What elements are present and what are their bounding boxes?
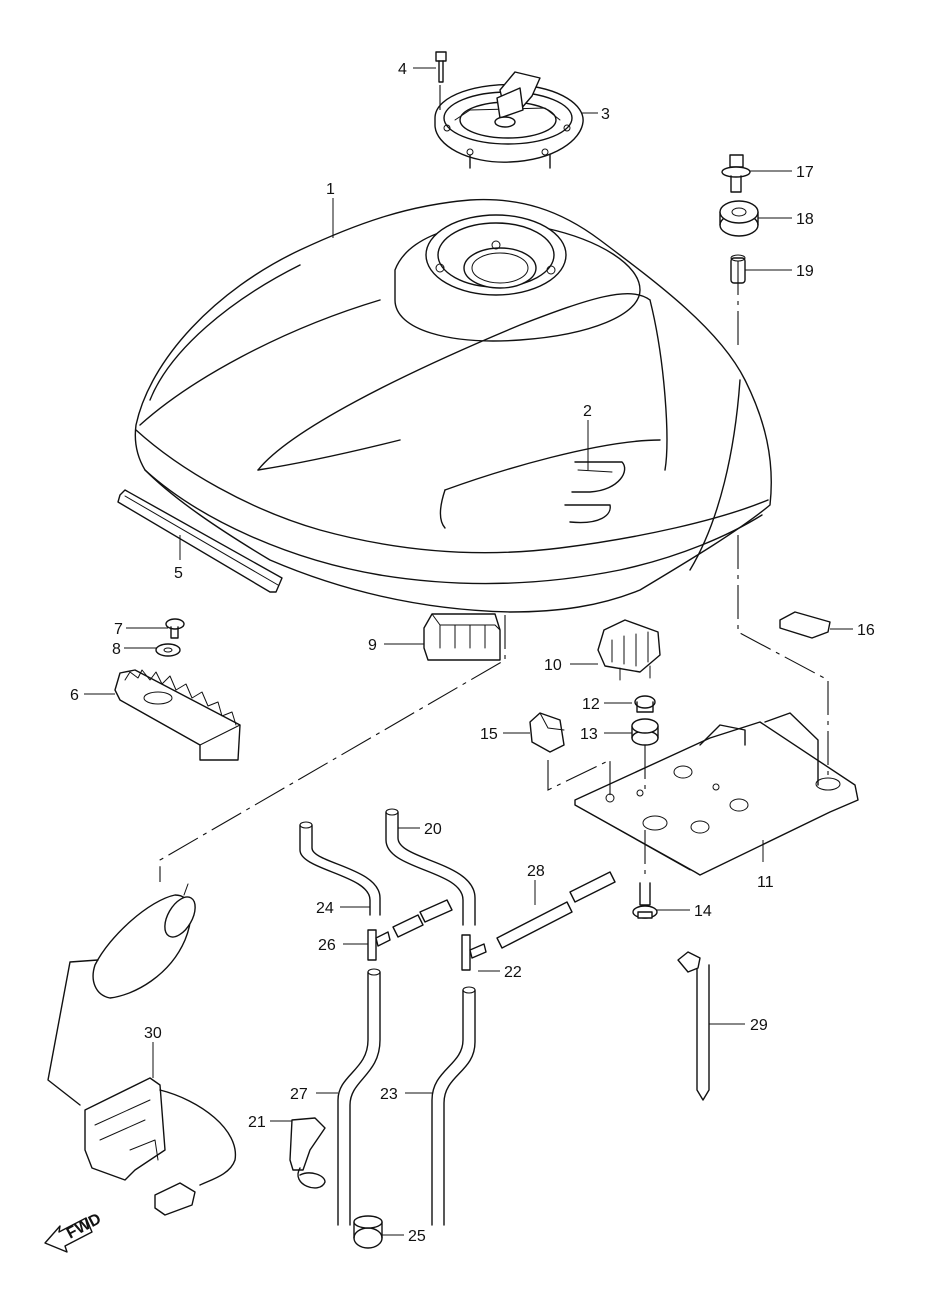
callout-8: 8 xyxy=(112,641,121,658)
fuel-pump xyxy=(47,883,237,1216)
callout-7: 7 xyxy=(114,621,123,638)
assembly-lines xyxy=(159,85,829,882)
callout-11: 11 xyxy=(757,874,774,891)
cap-bolt xyxy=(435,51,447,83)
callout-23: 23 xyxy=(380,1086,398,1103)
callout-16: 16 xyxy=(857,622,875,639)
callout-25: 25 xyxy=(408,1228,426,1245)
tank-bracket xyxy=(574,712,859,876)
callout-2: 2 xyxy=(583,403,592,420)
hose-24 xyxy=(299,821,381,916)
callout-20: 20 xyxy=(424,821,442,838)
callout-6: 6 xyxy=(70,687,79,704)
callout-3: 3 xyxy=(601,106,610,123)
callout-15: 15 xyxy=(480,726,498,743)
cap-15 xyxy=(529,712,565,753)
washer xyxy=(155,643,181,657)
pad xyxy=(779,611,831,639)
callout-1: 1 xyxy=(326,181,335,198)
callout-13: 13 xyxy=(580,726,598,743)
cushion xyxy=(114,669,241,761)
damper-10 xyxy=(597,619,661,681)
hose-28 xyxy=(496,871,616,949)
hose-20 xyxy=(385,808,476,926)
pipe-segment xyxy=(392,899,453,938)
collar-25 xyxy=(353,1215,383,1249)
clamp-21 xyxy=(289,1117,326,1189)
callout-28: 28 xyxy=(527,863,545,880)
callout-29: 29 xyxy=(750,1017,768,1034)
grommet-13 xyxy=(631,718,659,746)
callout-5: 5 xyxy=(174,565,183,582)
callout-24: 24 xyxy=(316,900,334,917)
hose-23 xyxy=(431,986,476,1226)
callout-17: 17 xyxy=(796,164,814,181)
screw xyxy=(165,618,185,639)
callout-10: 10 xyxy=(544,657,562,674)
rubber-grommet xyxy=(719,200,759,237)
callout-4: 4 xyxy=(398,61,407,78)
joint-22 xyxy=(461,934,487,971)
tie-29 xyxy=(677,951,710,1101)
fuel-tank xyxy=(134,198,772,613)
mount-bolt xyxy=(721,154,751,193)
fwd-label: FWD xyxy=(64,1210,104,1242)
damper-9 xyxy=(423,613,501,661)
joint-26 xyxy=(367,929,391,961)
callout-labels: 1 2 3 4 5 6 7 8 9 10 11 12 13 14 15 16 1… xyxy=(70,61,875,1245)
callout-9: 9 xyxy=(368,637,377,654)
callout-19: 19 xyxy=(796,263,814,280)
callout-22: 22 xyxy=(504,964,522,981)
callout-30: 30 xyxy=(144,1025,162,1042)
callout-26: 26 xyxy=(318,937,336,954)
hose-27 xyxy=(337,968,381,1226)
collar-12 xyxy=(634,695,656,713)
leader-lines xyxy=(84,67,853,1236)
fwd-arrow: FWD xyxy=(44,1210,104,1253)
callout-21: 21 xyxy=(248,1114,266,1131)
callout-27: 27 xyxy=(290,1086,308,1103)
seal-strip xyxy=(117,489,283,593)
callout-14: 14 xyxy=(694,903,712,920)
fuel-cap xyxy=(434,71,584,169)
bolt-14 xyxy=(632,882,658,919)
callout-12: 12 xyxy=(582,696,600,713)
callout-18: 18 xyxy=(796,211,814,228)
